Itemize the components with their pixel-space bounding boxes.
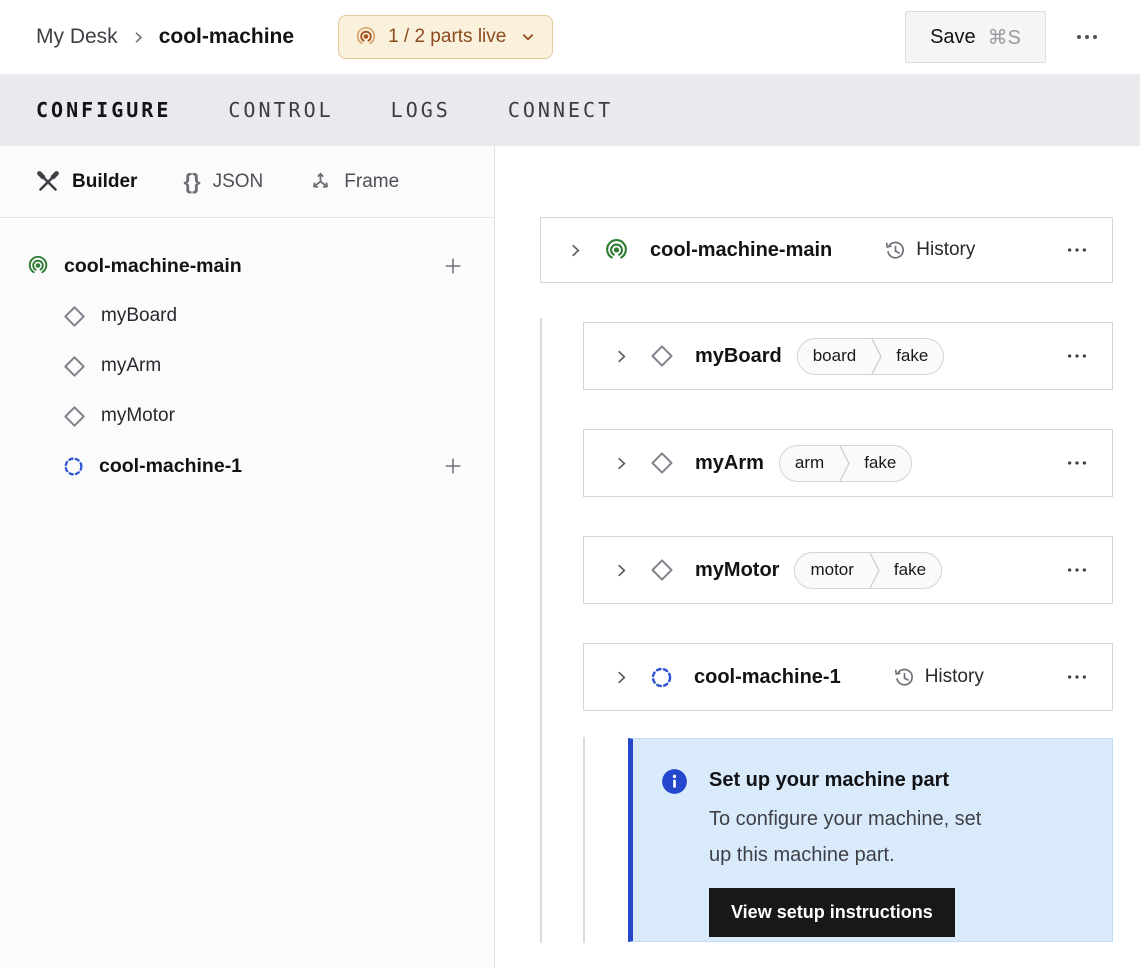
badge-divider-icon [839, 445, 851, 481]
card-cool-machine-main: cool-machine-main History [540, 217, 1113, 283]
mode-frame-label: Frame [344, 170, 400, 192]
card-title: myMotor [695, 558, 780, 581]
machine-tabs: CONFIGURE CONTROL LOGS CONNECT [0, 74, 1140, 146]
mode-json-label: JSON [212, 170, 264, 192]
component-diamond-icon [649, 557, 675, 583]
expand-chevron-icon[interactable] [613, 455, 630, 472]
history-clock-icon [893, 666, 916, 689]
header-overflow-menu-icon[interactable] [1074, 24, 1100, 50]
component-diamond-icon [62, 404, 87, 429]
save-button[interactable]: Save ⌘S [905, 11, 1046, 63]
card-overflow-menu-icon[interactable] [1065, 558, 1089, 582]
component-type: motor [810, 560, 854, 579]
component-type: arm [794, 453, 825, 472]
history-label: History [924, 666, 984, 687]
page-title: cool-machine [158, 25, 295, 48]
breadcrumb-chevron-icon [131, 30, 146, 45]
tab-connect[interactable]: CONNECT [507, 98, 614, 122]
tree-item-label: cool-machine-1 [99, 454, 243, 477]
badge-divider-icon [871, 338, 883, 374]
chevron-down-icon [520, 29, 536, 45]
component-model: fake [896, 346, 929, 365]
card-title: cool-machine-main [650, 238, 833, 261]
info-icon [661, 768, 688, 941]
config-sidebar: Builder {} JSON Frame [0, 146, 495, 968]
app-header: My Desk cool-machine 1 / 2 parts live Sa… [0, 0, 1140, 74]
add-component-icon[interactable] [442, 455, 464, 477]
history-label: History [916, 239, 976, 260]
component-diamond-icon [649, 343, 675, 369]
callout-text: To configure your machine, set up this m… [709, 808, 982, 866]
axes-icon [309, 170, 332, 193]
live-part-icon [26, 254, 50, 278]
save-shortcut-hint: ⌘S [987, 26, 1021, 49]
tab-logs[interactable]: LOGS [390, 98, 451, 122]
card-overflow-menu-icon[interactable] [1065, 451, 1089, 475]
card-overflow-menu-icon[interactable] [1065, 665, 1089, 689]
card-title: myBoard [695, 344, 782, 367]
card-myArm: myArm arm fake [583, 429, 1113, 497]
callout-title: Set up your machine part [709, 769, 950, 791]
save-button-label: Save [930, 25, 976, 48]
breadcrumb-parent-link[interactable]: My Desk [36, 25, 118, 48]
card-myBoard: myBoard board fake [583, 322, 1113, 390]
card-title: myArm [695, 451, 764, 474]
offline-part-icon [649, 665, 674, 690]
card-overflow-menu-icon[interactable] [1065, 238, 1089, 262]
card-myMotor: myMotor motor fake [583, 536, 1113, 604]
config-canvas: cool-machine-main History [495, 146, 1140, 968]
card-title: cool-machine-1 [694, 665, 841, 688]
view-setup-instructions-button[interactable]: View setup instructions [709, 888, 955, 937]
mode-json[interactable]: {} JSON [183, 169, 263, 195]
tree-item-myArm[interactable]: myArm [0, 341, 494, 391]
view-mode-switcher: Builder {} JSON Frame [0, 146, 494, 218]
tree-item-label: cool-machine-main [64, 254, 242, 277]
tools-icon [36, 170, 60, 194]
parts-live-status-badge[interactable]: 1 / 2 parts live [338, 15, 554, 59]
mode-builder[interactable]: Builder [36, 170, 137, 194]
status-badge-label: 1 / 2 parts live [388, 26, 507, 47]
breadcrumb: My Desk cool-machine [36, 25, 294, 49]
mode-builder-label: Builder [72, 170, 138, 192]
card-overflow-menu-icon[interactable] [1065, 344, 1089, 368]
tree-item-label: myMotor [101, 405, 175, 426]
offline-part-icon [62, 455, 85, 478]
history-clock-icon [884, 239, 907, 262]
tree-item-cool-machine-main[interactable]: cool-machine-main [0, 241, 494, 291]
machine-tree: cool-machine-main myBoard myArm [0, 218, 494, 491]
component-diamond-icon [62, 304, 87, 329]
tree-item-myBoard[interactable]: myBoard [0, 291, 494, 341]
expand-chevron-icon[interactable] [613, 669, 630, 686]
tree-item-label: myArm [101, 355, 162, 376]
component-model: fake [864, 453, 897, 472]
mode-frame[interactable]: Frame [309, 170, 399, 193]
history-button[interactable]: History [884, 239, 975, 262]
component-diamond-icon [649, 450, 675, 476]
expand-chevron-icon[interactable] [613, 348, 630, 365]
tab-control[interactable]: CONTROL [228, 98, 334, 122]
component-type: board [812, 346, 857, 365]
expand-chevron-icon[interactable] [567, 242, 584, 259]
tree-connector-line [583, 737, 585, 943]
component-type-badge: board fake [796, 337, 945, 375]
badge-divider-icon [869, 552, 881, 588]
component-type-badge: arm fake [778, 444, 913, 482]
tree-connector-line [540, 318, 542, 943]
history-button[interactable]: History [893, 666, 984, 689]
card-cool-machine-1: cool-machine-1 History [583, 643, 1113, 711]
expand-chevron-icon[interactable] [613, 562, 630, 579]
add-component-icon[interactable] [442, 255, 464, 277]
braces-icon: {} [183, 168, 201, 194]
tab-configure[interactable]: CONFIGURE [36, 98, 172, 122]
tree-item-label: myBoard [101, 305, 178, 326]
live-part-icon [603, 237, 630, 264]
setup-info-callout: Set up your machine part To configure yo… [628, 738, 1113, 942]
component-diamond-icon [62, 354, 87, 379]
tree-item-cool-machine-1[interactable]: cool-machine-1 [0, 441, 494, 491]
component-type-badge: motor fake [794, 551, 943, 589]
tree-item-myMotor[interactable]: myMotor [0, 391, 494, 441]
component-model: fake [893, 560, 927, 579]
broadcast-icon [354, 25, 378, 49]
